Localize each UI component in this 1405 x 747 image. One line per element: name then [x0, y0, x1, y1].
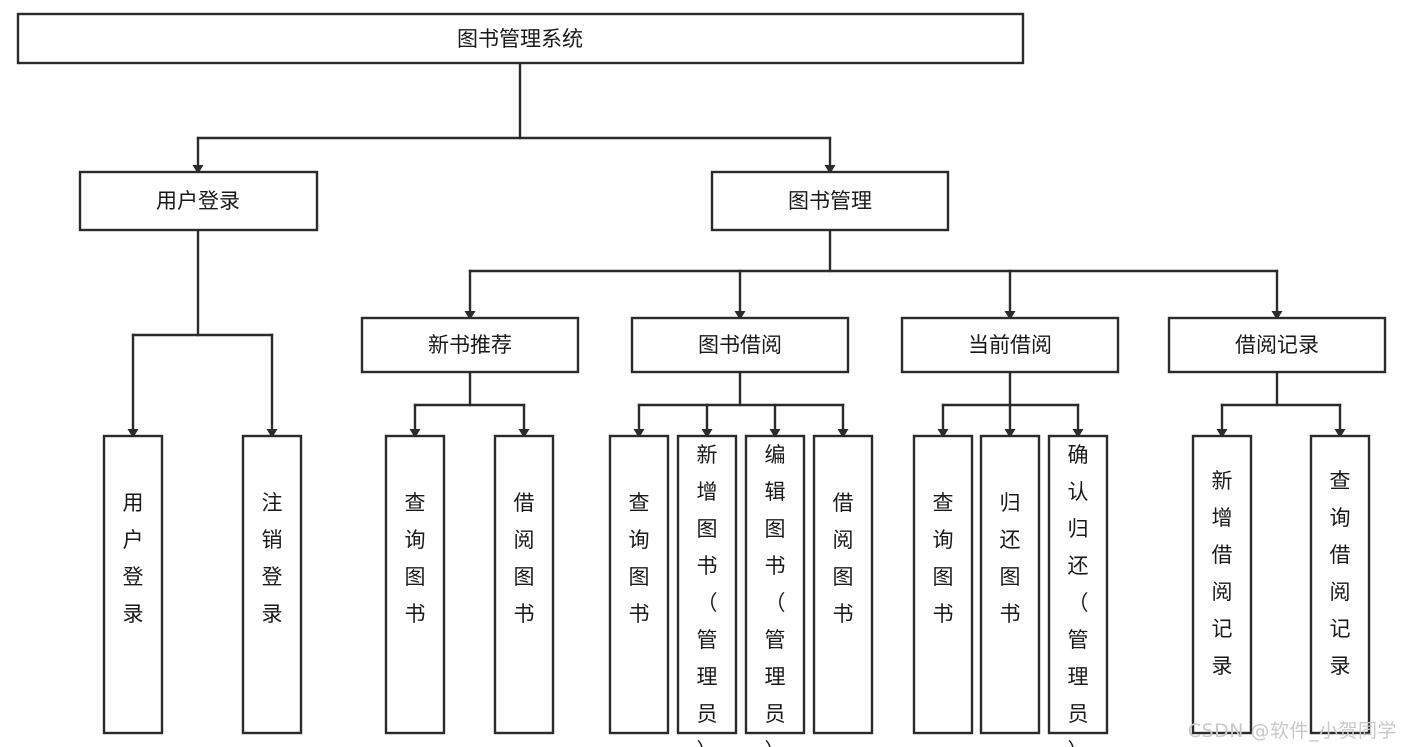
node-leaf-query-book-1-label: 查询图书: [405, 491, 426, 626]
node-book-borrow-box[interactable]: [630, 316, 850, 374]
node-leaf-query-book-1-box[interactable]: [384, 434, 446, 735]
node-leaf-user-login-label: 用户登录: [123, 491, 144, 626]
node-leaf-add-book-label: 新增图书（管理员）: [697, 443, 718, 747]
node-current-borrow-box[interactable]: [900, 316, 1120, 374]
node-leaf-logout[interactable]: 注销登录: [241, 434, 303, 735]
node-leaf-edit-book-box[interactable]: [744, 434, 806, 735]
node-user-login[interactable]: 用户登录: [78, 170, 319, 232]
node-leaf-add-record-box[interactable]: [1191, 434, 1253, 735]
node-new-book-rec[interactable]: 新书推荐: [360, 316, 580, 374]
node-leaf-edit-book-label: 编辑图书（管理员）: [765, 443, 786, 747]
node-leaf-query-book-1[interactable]: 查询图书: [384, 434, 446, 735]
node-book-borrow[interactable]: 图书借阅: [630, 316, 850, 374]
node-leaf-return-book[interactable]: 归还图书: [979, 434, 1041, 735]
node-root-label: 图书管理系统: [457, 27, 583, 51]
node-leaf-add-book[interactable]: 新增图书（管理员）: [676, 434, 738, 747]
node-leaf-query-book-3-label: 查询图书: [933, 491, 954, 626]
node-leaf-return-book-label: 归还图书: [1000, 491, 1021, 626]
node-leaf-borrow-book-2[interactable]: 借阅图书: [812, 434, 874, 735]
node-leaf-query-book-3-box[interactable]: [912, 434, 974, 735]
node-book-manage-box[interactable]: [710, 170, 950, 232]
node-book-borrow-label: 图书借阅: [698, 333, 782, 357]
node-leaf-query-record-label: 查询借阅记录: [1330, 469, 1351, 678]
connectors: [127, 61, 1346, 438]
node-leaf-borrow-book-2-box[interactable]: [812, 434, 874, 735]
node-leaf-query-record-box[interactable]: [1309, 434, 1371, 735]
node-leaf-user-login-box[interactable]: [102, 434, 164, 735]
node-borrow-record-label: 借阅记录: [1235, 333, 1319, 357]
node-leaf-borrow-book-1-box[interactable]: [493, 434, 555, 735]
csdn-watermark: CSDN @软件_小贺同学: [1187, 720, 1397, 742]
node-leaf-borrow-book-2-label: 借阅图书: [833, 491, 854, 626]
node-leaf-add-book-box[interactable]: [676, 434, 738, 735]
node-leaf-confirm-return-label: 确认归还（管理员）: [1068, 443, 1089, 747]
node-leaf-query-book-3[interactable]: 查询图书: [912, 434, 974, 735]
node-user-login-label: 用户登录: [156, 189, 240, 213]
node-leaf-logout-box[interactable]: [241, 434, 303, 735]
node-leaf-logout-label: 注销登录: [262, 491, 283, 626]
node-borrow-record[interactable]: 借阅记录: [1167, 316, 1387, 374]
node-new-book-rec-label: 新书推荐: [428, 333, 512, 357]
node-user-login-box[interactable]: [78, 170, 319, 232]
node-current-borrow-label: 当前借阅: [968, 333, 1052, 357]
node-leaf-query-record[interactable]: 查询借阅记录: [1309, 434, 1371, 735]
node-root-box[interactable]: [16, 12, 1025, 65]
node-book-manage-label: 图书管理: [788, 189, 872, 213]
node-borrow-record-box[interactable]: [1167, 316, 1387, 374]
node-leaf-query-book-2[interactable]: 查询图书: [608, 434, 670, 735]
node-current-borrow[interactable]: 当前借阅: [900, 316, 1120, 374]
node-leaf-add-record-label: 新增借阅记录: [1212, 469, 1233, 678]
node-leaf-borrow-book-1-label: 借阅图书: [514, 491, 535, 626]
node-leaf-user-login[interactable]: 用户登录: [102, 434, 164, 735]
node-leaf-query-book-2-box[interactable]: [608, 434, 670, 735]
node-leaf-confirm-return-box[interactable]: [1047, 434, 1109, 735]
node-leaf-confirm-return[interactable]: 确认归还（管理员）: [1047, 434, 1109, 747]
node-leaf-borrow-book-1[interactable]: 借阅图书: [493, 434, 555, 735]
node-leaf-query-book-2-label: 查询图书: [629, 491, 650, 626]
node-new-book-rec-box[interactable]: [360, 316, 580, 374]
node-leaf-edit-book[interactable]: 编辑图书（管理员）: [744, 434, 806, 747]
node-book-manage[interactable]: 图书管理: [710, 170, 950, 232]
node-root[interactable]: 图书管理系统: [16, 12, 1025, 65]
node-leaf-return-book-box[interactable]: [979, 434, 1041, 735]
node-leaf-add-record[interactable]: 新增借阅记录: [1191, 434, 1253, 735]
